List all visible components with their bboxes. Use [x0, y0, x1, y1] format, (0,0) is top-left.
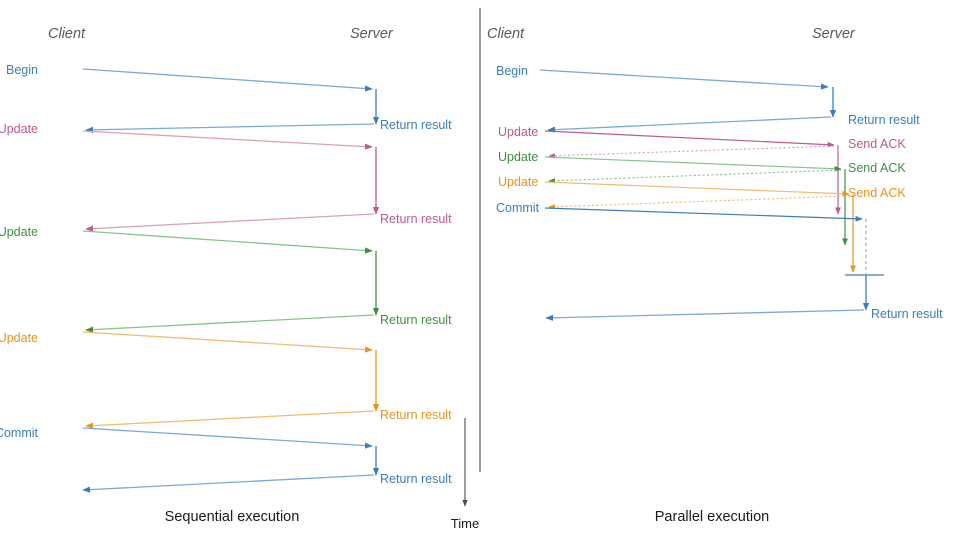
- left-panel-client-lane-header: Client: [48, 26, 86, 42]
- right-label-update-pink: Update: [498, 125, 538, 139]
- right-panel-client-lane-header: Client: [487, 26, 525, 42]
- right-arrow-begin: [539, 69, 829, 90]
- left-label-update-green: Update: [0, 225, 38, 239]
- left-arrow-return-4: [85, 410, 375, 429]
- left-label-return-1: Return result: [380, 118, 452, 132]
- right-arrow-ack-orange: [548, 195, 850, 210]
- left-label-return-4: Return result: [380, 408, 452, 422]
- left-arrow-return-2: [85, 213, 375, 232]
- right-label-return-final: Return result: [871, 307, 943, 321]
- left-label-return-3: Return result: [380, 313, 452, 327]
- left-arrow-begin: [82, 68, 373, 92]
- left-message-return-5: Return result: [82, 472, 452, 493]
- right-arrow-return-1: [547, 116, 832, 133]
- right-message-update-orange: Update: [498, 175, 850, 197]
- right-label-update-green: Update: [498, 150, 538, 164]
- right-arrow-ack-pink: [548, 145, 835, 159]
- left-label-return-2: Return result: [380, 212, 452, 226]
- right-message-update-pink: Update: [498, 125, 835, 148]
- right-label-begin: Begin: [496, 64, 528, 78]
- left-arrow-return-3: [85, 314, 375, 333]
- right-arrow-commit: [544, 207, 863, 222]
- left-message-return-1: Return result: [85, 118, 452, 133]
- right-arrow-ack-green: [548, 169, 842, 184]
- left-message-update-pink: Update: [0, 122, 373, 150]
- left-message-commit: Commit: [0, 426, 373, 449]
- left-message-return-2: Return result: [85, 212, 452, 232]
- right-message-ack-orange: Send ACK: [548, 186, 906, 210]
- right-message-return-1: Return result: [547, 113, 920, 133]
- left-panel-server-lane-header: Server: [350, 26, 394, 42]
- right-message-begin: Begin: [496, 64, 829, 90]
- right-arrow-return-final: [545, 309, 865, 321]
- left-message-update-green: Update: [0, 225, 373, 254]
- right-label-return-1: Return result: [848, 113, 920, 127]
- left-message-update-orange: Update: [0, 331, 373, 353]
- left-label-return-5: Return result: [380, 472, 452, 486]
- left-arrow-update-pink: [82, 130, 373, 150]
- right-label-ack-pink: Send ACK: [848, 137, 906, 151]
- right-label-ack-green: Send ACK: [848, 161, 906, 175]
- left-arrow-update-orange: [82, 331, 373, 353]
- left-label-begin: Begin: [6, 63, 38, 77]
- right-arrow-update-pink: [544, 130, 835, 148]
- right-message-return-final: Return result: [545, 307, 943, 321]
- right-arrow-update-orange: [544, 181, 850, 197]
- right-panel-server-lane-header: Server: [812, 26, 856, 42]
- left-label-update-orange: Update: [0, 331, 38, 345]
- left-arrow-commit: [82, 427, 373, 449]
- time-axis-label: Time: [451, 516, 479, 531]
- left-panel: Client Server Begin Return result Update: [0, 26, 452, 525]
- time-axis: Time: [451, 418, 479, 531]
- left-arrow-update-green: [82, 230, 373, 254]
- right-panel: Client Server Begin Return result Update: [487, 26, 943, 525]
- right-label-ack-orange: Send ACK: [848, 186, 906, 200]
- right-message-ack-green: Send ACK: [548, 161, 906, 184]
- right-message-update-green: Update: [498, 150, 842, 172]
- left-message-begin: Begin: [6, 63, 373, 92]
- left-panel-caption: Sequential execution: [165, 509, 300, 525]
- left-arrow-return-1: [85, 123, 375, 133]
- right-message-ack-pink: Send ACK: [548, 137, 906, 159]
- left-message-return-4: Return result: [85, 408, 452, 429]
- right-label-commit: Commit: [496, 201, 540, 215]
- right-panel-caption: Parallel execution: [655, 509, 769, 525]
- right-label-update-orange: Update: [498, 175, 538, 189]
- right-arrow-update-green: [544, 156, 842, 172]
- left-arrow-return-5: [82, 474, 375, 493]
- left-message-return-3: Return result: [85, 313, 452, 333]
- right-message-commit: Commit: [496, 201, 863, 222]
- left-label-update-pink: Update: [0, 122, 38, 136]
- left-label-commit: Commit: [0, 426, 39, 440]
